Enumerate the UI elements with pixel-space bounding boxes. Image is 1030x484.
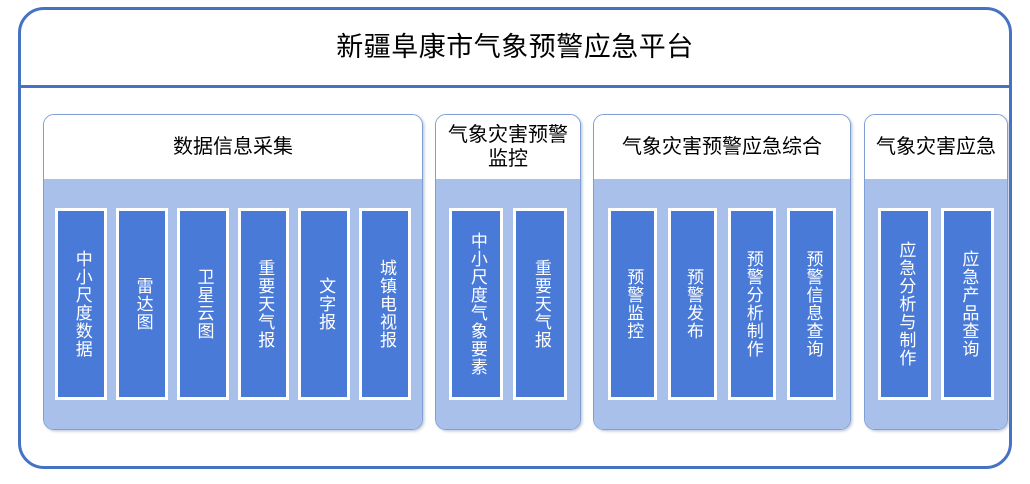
module-group-header: 气象灾害预警监控 <box>436 115 580 179</box>
module-item-label: 预警发布 <box>683 268 703 340</box>
module-item[interactable]: 卫星云图 <box>176 208 229 400</box>
module-item[interactable]: 应急产品查询 <box>941 208 994 400</box>
module-group-body: 预警监控 预警发布 预警分析制作 预警信息查询 <box>594 179 850 429</box>
platform-frame: 新疆阜康市气象预警应急平台 数据信息采集 中小尺度数据 雷达图 卫星云图 重要天… <box>18 7 1012 469</box>
module-item-label: 预警信息查询 <box>802 250 823 358</box>
page-title: 新疆阜康市气象预警应急平台 <box>336 32 694 63</box>
module-item[interactable]: 预警监控 <box>608 208 657 400</box>
module-group-header: 数据信息采集 <box>44 115 422 179</box>
module-group-header: 气象灾害预警应急综合 <box>594 115 850 179</box>
module-group-body: 中小尺度气象要素 重要天气报 <box>436 179 580 429</box>
module-item-label: 重要天气报 <box>530 259 551 349</box>
module-item[interactable]: 预警分析制作 <box>727 208 777 400</box>
module-item[interactable]: 应急分析与制作 <box>878 208 931 400</box>
module-group-disaster-emergency[interactable]: 气象灾害应急 应急分析与制作 应急产品查询 <box>864 114 1008 430</box>
module-group-body: 中小尺度数据 雷达图 卫星云图 重要天气报 文字报 城镇电视报 <box>44 179 422 429</box>
module-group-title: 气象灾害预警监控 <box>448 122 568 170</box>
module-group-body: 应急分析与制作 应急产品查询 <box>865 179 1007 429</box>
module-item-label: 预警分析制作 <box>742 250 763 358</box>
module-item[interactable]: 重要天气报 <box>237 208 290 400</box>
module-item[interactable]: 重要天气报 <box>513 208 567 400</box>
module-groups-row: 数据信息采集 中小尺度数据 雷达图 卫星云图 重要天气报 文字报 <box>21 88 1009 466</box>
module-group-disaster-warning-monitoring[interactable]: 气象灾害预警监控 中小尺度气象要素 重要天气报 <box>435 114 581 430</box>
module-group-warning-emergency-integration[interactable]: 气象灾害预警应急综合 预警监控 预警发布 预警分析制作 预警信息查询 <box>593 114 851 430</box>
module-item-label: 应急分析与制作 <box>895 241 916 367</box>
module-item-label: 重要天气报 <box>254 259 275 349</box>
module-item-label: 卫星云图 <box>193 268 214 340</box>
module-item[interactable]: 预警信息查询 <box>787 208 836 400</box>
module-item-label: 文字报 <box>315 277 336 331</box>
module-item-label: 雷达图 <box>132 277 153 331</box>
module-item[interactable]: 预警发布 <box>667 208 717 400</box>
module-item-label: 应急产品查询 <box>958 250 979 358</box>
module-item-label: 中小尺度气象要素 <box>466 232 487 376</box>
module-item[interactable]: 雷达图 <box>115 208 168 400</box>
module-item-label: 中小尺度数据 <box>71 250 92 358</box>
module-group-title: 数据信息采集 <box>173 134 293 159</box>
module-item[interactable]: 中小尺度气象要素 <box>449 208 503 400</box>
module-group-title: 气象灾害预警应急综合 <box>622 134 822 159</box>
module-group-data-collection[interactable]: 数据信息采集 中小尺度数据 雷达图 卫星云图 重要天气报 文字报 <box>43 114 423 430</box>
module-group-title: 气象灾害应急 <box>876 134 996 159</box>
module-item[interactable]: 文字报 <box>298 208 351 400</box>
module-item-label: 预警监控 <box>623 268 644 340</box>
platform-title-bar: 新疆阜康市气象预警应急平台 <box>21 10 1009 88</box>
module-item[interactable]: 中小尺度数据 <box>55 208 107 400</box>
module-item[interactable]: 城镇电视报 <box>359 208 411 400</box>
module-group-header: 气象灾害应急 <box>865 115 1007 179</box>
module-item-label: 城镇电视报 <box>375 259 396 349</box>
